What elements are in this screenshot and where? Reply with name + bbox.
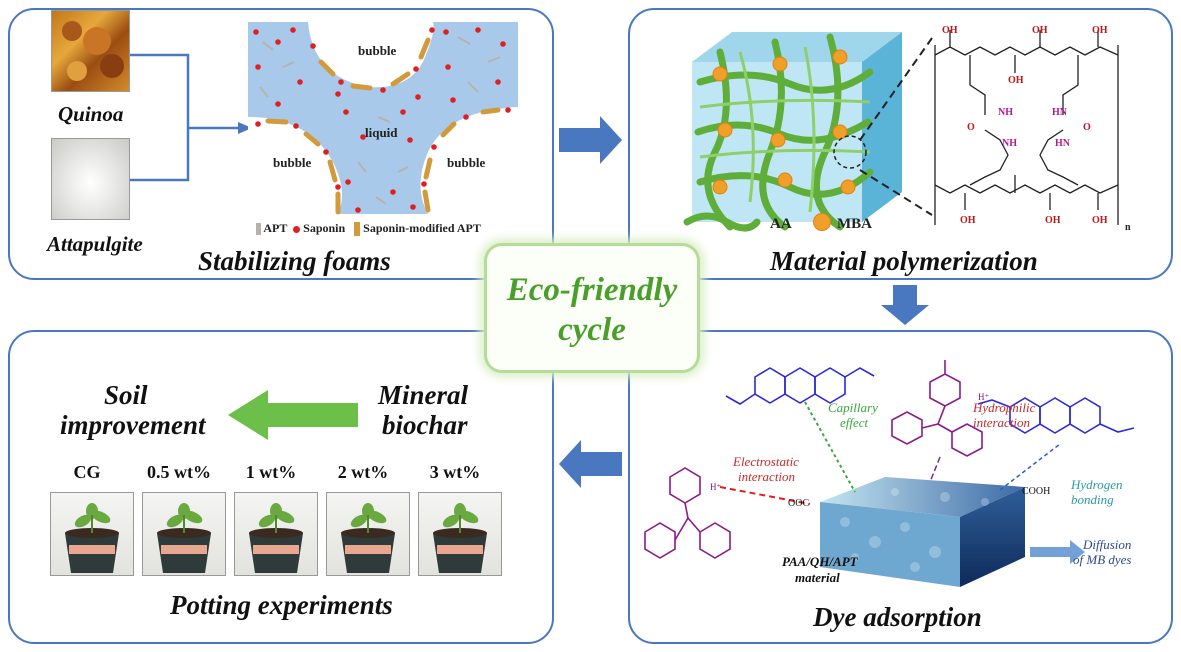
chem-oh-label-4: OH — [1008, 75, 1024, 86]
pot-label: 3 wt% — [429, 462, 481, 482]
pot-photo — [142, 492, 226, 576]
diffusion-label-2: of MB dyes — [1073, 552, 1132, 567]
quinoa-photo — [51, 10, 130, 92]
bubble-bottom-left — [248, 117, 342, 214]
pot-photo — [418, 492, 502, 576]
quinoa-label: Quinoa — [58, 102, 124, 126]
hydrophilic-label-1: Hydrophilic — [973, 400, 1036, 415]
title-dye-adsorption: Dye adsorption — [813, 602, 982, 632]
chem-oh-label-1: OH — [942, 25, 958, 36]
arrow-down — [881, 285, 929, 325]
green-arrow — [228, 390, 358, 440]
capillary-effect-label-1: Capillary — [828, 400, 878, 415]
title-material-polymerization: Material polymerization — [770, 246, 1038, 276]
chem-nh-label-2: NH — [1002, 138, 1017, 149]
arrow-left — [559, 440, 622, 488]
cooh-label: COOH — [1022, 486, 1051, 497]
hydrophilic-label-2: interaction — [973, 415, 1031, 430]
zoom-lines — [859, 37, 933, 216]
saponin-interface-dots — [255, 27, 511, 190]
bubble-label-left: bubble — [273, 155, 312, 170]
chem-hn-label-2: HN — [1055, 138, 1070, 149]
chem-nh-label: NH — [998, 107, 1013, 118]
electrostatic-label-2: interaction — [738, 469, 796, 484]
bubble-top — [308, 22, 434, 88]
liquid-label: liquid — [365, 125, 398, 140]
center-title-line1: Eco-friendly — [506, 272, 678, 308]
pot-photo — [326, 492, 410, 576]
bubble-label-right: bubble — [447, 155, 486, 170]
chem-oh-label-5: OH — [960, 215, 976, 226]
panel-dye-adsorption: Capillary effect Hydrophilic interaction… — [628, 330, 1173, 644]
soil-improvement-line1: Soil — [104, 380, 148, 410]
title-potting-experiments: Potting experiments — [170, 590, 393, 620]
ooc-label: OOC — [788, 498, 810, 509]
hydrogel-network — [692, 32, 902, 231]
attapulgite-label: Attapulgite — [47, 232, 143, 256]
bubble-label-top: bubble — [358, 43, 397, 58]
zoom-circle — [833, 135, 867, 169]
mba-legend-label: MBA — [837, 216, 872, 232]
capillary-effect-label-2: effect — [840, 415, 869, 430]
material-label-1: PAA/QH/APT — [782, 554, 858, 569]
electrostatic-label-1: Electrostatic — [733, 454, 799, 469]
cv-molecule-center — [891, 360, 983, 457]
cv-molecule-left — [644, 467, 731, 559]
chem-oh-label-6: OH — [1045, 215, 1061, 226]
panel-potting-experiments: Soil improvement Mineral biochar CG 0.5 w… — [8, 330, 554, 644]
title-stabilizing-foams: Stabilizing foams — [198, 246, 391, 276]
pot-label: 2 wt% — [337, 462, 389, 482]
chem-o-label-2: O — [1083, 122, 1091, 133]
pot-photo — [234, 492, 318, 576]
foam-legend: APT Saponin Saponin-modified APT — [256, 221, 481, 237]
chem-oh-label-3: OH — [1092, 25, 1108, 36]
diffusion-label-1: Diffusion — [1083, 537, 1132, 552]
mineral-biochar-line1: Mineral — [378, 380, 469, 410]
mba-legend-swatch — [813, 213, 831, 231]
apt-legend-swatch — [256, 223, 261, 236]
eco-friendly-cycle-box: Eco-friendly cycle — [484, 243, 700, 373]
panel-stabilizing-foams: Quinoa Attapulgite — [8, 8, 554, 280]
pot-label: 1 wt% — [245, 462, 297, 482]
connector-lines — [130, 53, 252, 182]
hydrogen-bonding-label-1: Hydrogen — [1071, 477, 1123, 492]
adsorbent-block — [820, 477, 1025, 587]
mb-molecule-right — [977, 397, 1135, 434]
modified-apt-legend-swatch — [354, 222, 361, 237]
hydrogen-bonding-label-2: bonding — [1071, 492, 1114, 507]
soil-improvement-line2: improvement — [60, 410, 206, 440]
chem-oh-label-2: OH — [1032, 25, 1048, 36]
center-title-line2: cycle — [558, 312, 626, 348]
dye-molecules — [644, 360, 1135, 564]
arrow-right — [559, 116, 622, 164]
chem-oh-label-7: OH — [1092, 215, 1108, 226]
aa-legend-label: AA — [770, 216, 792, 232]
chem-n-subscript: n — [1125, 222, 1131, 233]
foam-diagram — [248, 22, 518, 215]
material-label-2: material — [795, 570, 840, 585]
pot-label: 0.5 wt% — [147, 462, 211, 482]
pot-label: CG — [73, 462, 101, 482]
pot-photo — [50, 492, 134, 576]
mineral-biochar-line2: biochar — [382, 410, 468, 440]
panel-material-polymerization: AA MBA NH HN NH HN O O OH OH OH OH OH OH… — [628, 8, 1173, 280]
attapulgite-photo — [51, 138, 130, 220]
apt-legend-label: APT — [263, 221, 288, 235]
saponin-legend-swatch — [293, 225, 301, 233]
aa-legend-swatch — [683, 212, 761, 232]
mb-molecule-top — [725, 367, 875, 405]
hplus-label-2: H⁺ — [710, 482, 722, 492]
quinoa-illustration — [62, 21, 124, 81]
chem-o-label-1: O — [967, 122, 975, 133]
modified-apt-legend-label: Saponin-modified APT — [363, 221, 481, 235]
hplus-label: H⁺ — [978, 392, 990, 402]
crosslink-structure — [934, 30, 1119, 225]
saponin-legend-label: Saponin — [303, 221, 346, 235]
chem-hn-label: HN — [1052, 107, 1067, 118]
